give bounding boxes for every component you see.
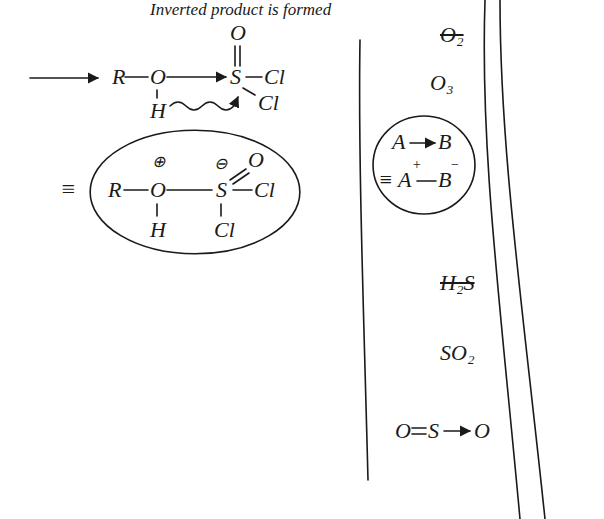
chem-label: S [230,64,241,89]
chem-label: S [428,418,439,443]
atom-label: + [412,157,421,173]
chem-label: O [230,20,246,45]
chem-label: O₃ [430,70,454,95]
atom-label: ⊕ [152,153,165,171]
double-bond [230,169,246,180]
atom-label: Cl [254,177,275,202]
bond [125,76,148,78]
chem-label: ≡ [60,176,76,204]
bond [220,204,222,216]
double-bond [239,46,241,66]
coordinate-arrow [444,430,470,432]
coordinate-arrow [167,76,226,78]
double-bond [233,173,249,184]
double-bond [234,46,236,66]
chem-label: O [395,418,411,443]
atom-label: R [108,177,121,202]
double-bond [412,433,426,435]
chem-label: Cl [258,90,279,115]
chem-label: Cl [264,64,285,89]
ellipse-outline [372,115,476,215]
coordinate-arrow [410,142,435,144]
atom-label: ⊖ [214,155,227,173]
atom-label: O [248,147,264,172]
atom-label: B [438,167,451,192]
bond [156,204,158,216]
bond [246,76,262,78]
bond [243,88,255,95]
chem-label: R [112,64,125,89]
atom-label: A [392,129,405,154]
circled-group: RO⊕S⊖OClHCl [88,129,302,255]
atom-label: H [150,217,166,242]
bond [167,189,212,191]
atom-label: ≡ [378,167,393,192]
atom-label: O [150,177,166,202]
wavy-arrow [170,97,238,110]
bond [417,180,436,182]
ellipse-outline [90,130,300,253]
note-text: Inverted product is formed [150,0,331,20]
atom-label: A [398,167,411,192]
chem-label: O [474,418,490,443]
band-line [360,40,368,480]
band-curve [500,0,545,519]
chem-label: SO₂ [440,340,475,365]
chem-label: O₂ [440,22,464,47]
chem-label: H [150,98,166,123]
ellipse-outline [373,116,475,214]
bond [124,189,148,191]
atom-label: Cl [214,217,235,242]
reaction-arrow [30,77,98,79]
bond [233,189,252,191]
atom-label: S [216,177,227,202]
atom-label: B [438,129,451,154]
circled-group: AB≡A+B− [372,115,476,215]
bond [156,90,158,98]
atom-label: − [450,157,459,173]
chem-label: O [150,64,166,89]
double-bond [412,427,426,429]
chem-label: H₂S [440,270,475,295]
